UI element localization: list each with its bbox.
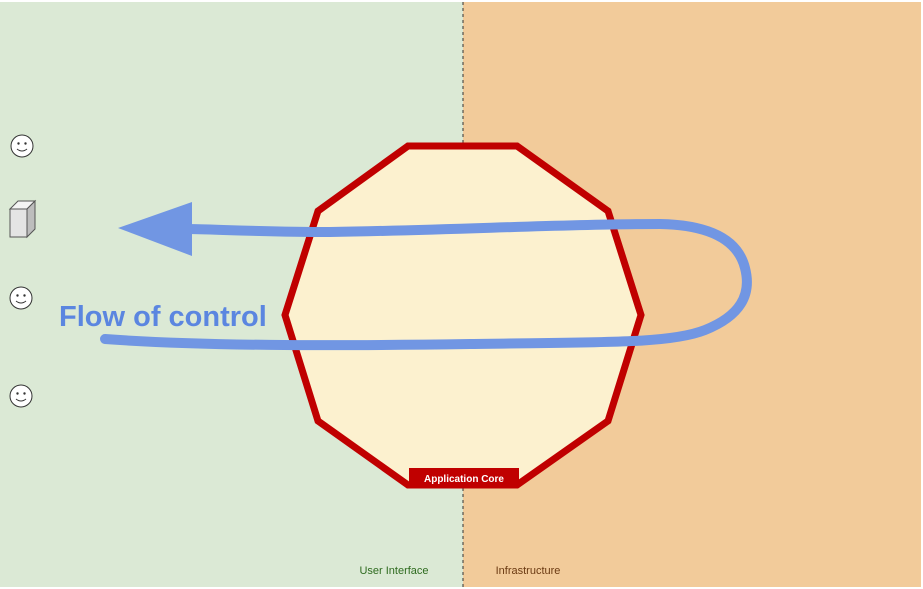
user-interface-label: User Interface [359,565,428,577]
smiley-icon [9,286,33,310]
smiley-icon [10,134,34,158]
smiley-icon [9,384,33,408]
flow-of-control-label: Flow of control [59,301,267,333]
flow-path [100,218,752,351]
application-core-polygon [281,142,645,489]
application-core-label: Application Core [424,474,504,485]
flow-of-control-arrow [100,202,752,351]
flow-arrowhead [118,202,192,256]
server-icon [8,199,37,239]
infrastructure-label: Infrastructure [496,565,561,577]
application-core-badge: Application Core [409,468,519,488]
